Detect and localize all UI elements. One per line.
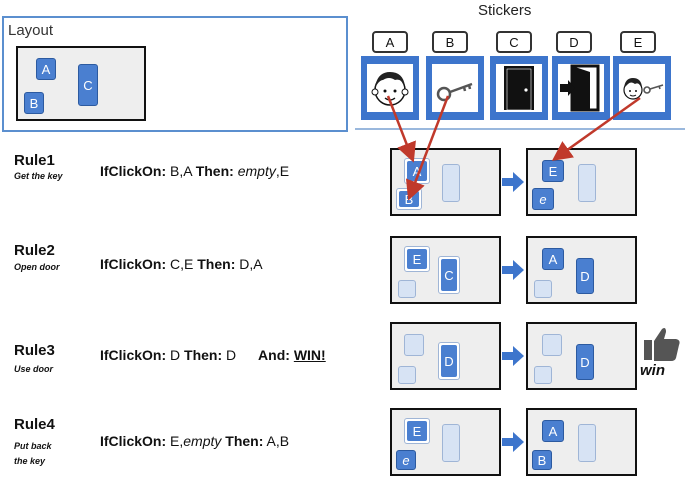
rule3-after-state: D	[526, 322, 637, 390]
rule3-text: IfClickOn: D Then: D And: WIN!	[100, 347, 326, 363]
rule3-and-label: And:	[258, 347, 290, 363]
r3-after-tile-d: D	[576, 344, 594, 380]
rule2-then-label: Then:	[197, 256, 236, 272]
rule2-if-label: IfClickOn:	[100, 256, 167, 272]
divider	[355, 128, 685, 130]
layout-tile-a: A	[36, 58, 56, 80]
r3-after-tile-empty1	[542, 334, 562, 356]
rule1-transition-arrow	[502, 172, 524, 192]
r1-after-tile-e: E	[542, 160, 564, 182]
r4-after-tile-a: A	[542, 420, 564, 442]
rule3-then-value: D	[226, 347, 237, 363]
sticker-b	[426, 56, 484, 120]
sticker-e	[613, 56, 671, 120]
rule1-after-state: E e	[526, 148, 637, 216]
rule3-name: Rule3	[14, 342, 55, 359]
layout-tile-b: B	[24, 92, 44, 114]
rule4-if-value: E,empty	[170, 433, 222, 449]
r4-before-tile-e: E	[404, 418, 430, 444]
rule2-before-state: E C	[390, 236, 501, 304]
sticker-a	[361, 56, 419, 120]
rule4-subtitle-1: Put back	[14, 441, 52, 451]
layout-canvas: A C B	[16, 46, 146, 121]
r1-before-tile-c	[442, 164, 460, 202]
rule3-win-value: WIN!	[293, 347, 326, 363]
rule2-then-value: D,A	[239, 256, 263, 272]
rule1-then-label: Then:	[195, 163, 234, 179]
sticker-label-a: A	[372, 31, 408, 53]
r2-before-tile-e: E	[404, 246, 430, 272]
rule3-then-label: Then:	[184, 347, 223, 363]
r2-after-tile-empty	[534, 280, 552, 298]
rule4-name: Rule4	[14, 416, 55, 433]
rule4-after-state: A B	[526, 408, 637, 476]
rule1-if-label: IfClickOn:	[100, 163, 167, 179]
boy-with-key-icon	[623, 78, 664, 100]
sticker-label-e: E	[620, 31, 656, 53]
rule4-transition-arrow	[502, 432, 524, 452]
rule2-subtitle: Open door	[14, 262, 60, 272]
thumbs-up-icon	[644, 328, 680, 361]
r2-after-tile-d: D	[576, 258, 594, 294]
rule3-before-state: D	[390, 322, 501, 390]
rule2-name: Rule2	[14, 242, 55, 259]
r1-after-tile-e-small: e	[532, 188, 554, 210]
r3-before-tile-d: D	[438, 342, 460, 380]
stickers-title: Stickers	[478, 2, 532, 19]
open-door-icon	[560, 64, 600, 112]
r4-before-tile-e-small: e	[396, 450, 416, 470]
rule1-before-state: A B	[390, 148, 501, 216]
rule4-then-label: Then:	[225, 433, 264, 449]
rule4-if-label: IfClickOn:	[100, 433, 167, 449]
rule4-before-state: E e	[390, 408, 501, 476]
layout-tile-c: C	[78, 64, 98, 106]
r4-after-tile-b: B	[532, 450, 552, 470]
r3-before-tile-empty1	[404, 334, 424, 356]
boy-face-icon	[371, 72, 409, 106]
rule1-if-value: B,A	[170, 163, 192, 179]
key-icon	[436, 82, 473, 102]
rule4-then-value: A,B	[266, 433, 290, 449]
rule4-text: IfClickOn: E,empty Then: A,B	[100, 433, 289, 449]
layout-panel	[2, 16, 348, 132]
rule2-transition-arrow	[502, 260, 524, 280]
rule2-if-value: C,E	[170, 256, 194, 272]
rule3-if-value: D	[170, 347, 181, 363]
r3-after-tile-empty2	[534, 366, 552, 384]
r1-before-tile-a: A	[404, 158, 430, 184]
sticker-d	[552, 56, 610, 120]
win-label: win	[640, 362, 665, 379]
sticker-label-b: B	[432, 31, 468, 53]
rule3-if-label: IfClickOn:	[100, 347, 167, 363]
r4-after-tile-c	[578, 424, 596, 462]
layout-title: Layout	[8, 22, 54, 39]
sticker-label-c: C	[496, 31, 532, 53]
sticker-label-d: D	[556, 31, 592, 53]
r1-before-tile-b: B	[396, 188, 422, 210]
closed-door-icon	[504, 66, 534, 111]
r3-before-tile-empty2	[398, 366, 416, 384]
rule1-name: Rule1	[14, 152, 55, 169]
r2-before-tile-empty	[398, 280, 416, 298]
r4-before-tile-c	[442, 424, 460, 462]
sticker-c	[490, 56, 548, 120]
rule3-transition-arrow	[502, 346, 524, 366]
rule4-subtitle-2: the key	[14, 456, 46, 466]
rule1-subtitle: Get the key	[14, 171, 63, 181]
rule1-text: IfClickOn: B,A Then: empty,E	[100, 163, 289, 179]
r1-after-tile-c	[578, 164, 596, 202]
rule3-subtitle: Use door	[14, 364, 54, 374]
rule1-then-value: empty,E	[237, 163, 290, 179]
r2-after-tile-a: A	[542, 248, 564, 270]
rule2-text: IfClickOn: C,E Then: D,A	[100, 256, 263, 272]
rule2-after-state: A D	[526, 236, 637, 304]
r2-before-tile-c: C	[438, 256, 460, 294]
